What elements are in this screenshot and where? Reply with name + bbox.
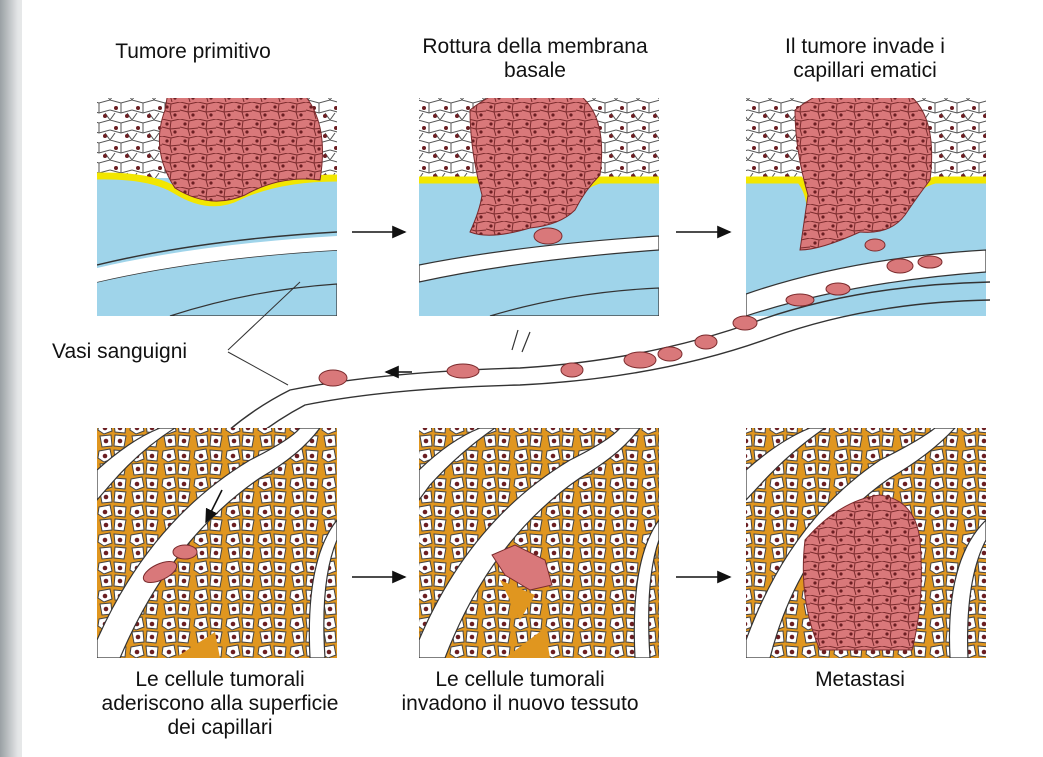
panel-invasion (419, 428, 659, 658)
label-adhesion: Le cellule tumorali aderiscono alla supe… (60, 668, 380, 740)
circulating-tumor-cell (826, 283, 850, 295)
circulating-tumor-cell (319, 370, 347, 386)
panel-membrane-rupture (419, 84, 659, 316)
vessel-label-pointer (228, 352, 288, 385)
panel-primary-tumor (97, 77, 337, 316)
label-blood-vessels: Vasi sanguigni (52, 340, 227, 364)
circulating-tumor-cell (561, 363, 583, 377)
circulating-tumor-cell (447, 364, 479, 378)
circulating-tumor-cell (624, 352, 656, 368)
label-capillary-invasion: Il tumore invade i capillari ematici (740, 35, 990, 83)
circulating-tumor-cell (695, 335, 717, 349)
panel-metastasis (746, 428, 986, 658)
label-metastasis: Metastasi (770, 668, 950, 692)
label-membrane-rupture: Rottura della membrana basale (395, 35, 675, 83)
panel-capillary-invasion (746, 83, 986, 316)
label-tissue-invasion: Le cellule tumorali invadono il nuovo te… (360, 668, 680, 716)
panel-adhesion (97, 428, 337, 658)
circulating-tumor-cell (786, 294, 814, 306)
vessel-break-mark (512, 330, 530, 352)
circulating-tumor-cell (658, 347, 682, 361)
circulating-tumor-cell (733, 316, 757, 330)
label-primary-tumor: Tumore primitivo (98, 40, 288, 64)
